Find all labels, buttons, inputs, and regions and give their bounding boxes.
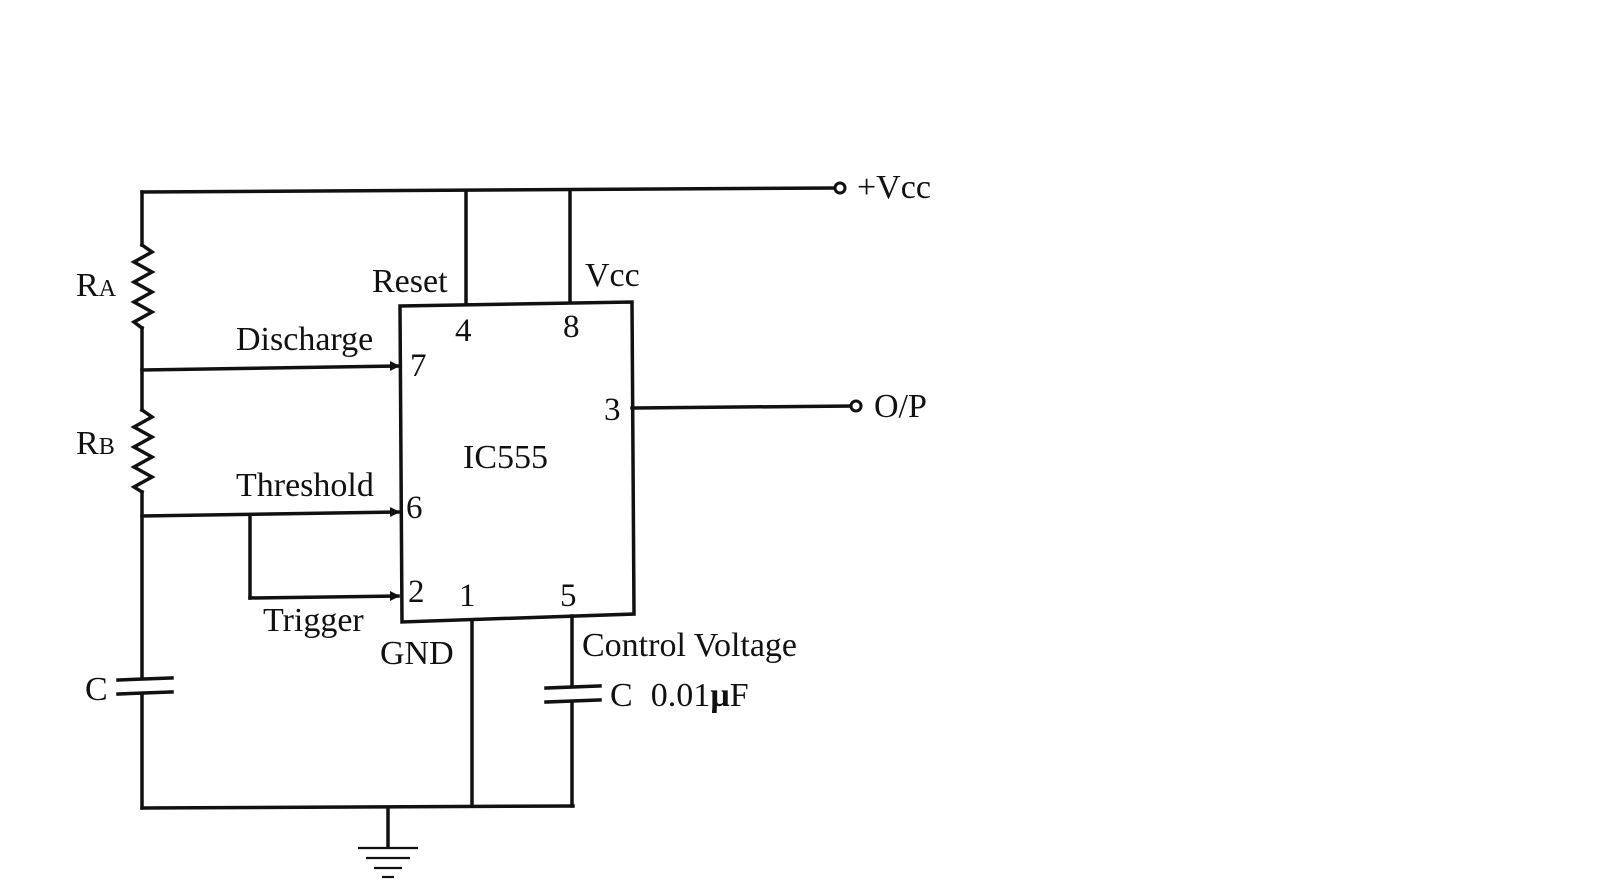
threshold-arrow [390, 507, 400, 517]
resistor-rb [130, 407, 156, 495]
trigger-label: Trigger [263, 602, 364, 639]
threshold-label: Threshold [236, 467, 374, 504]
vcc-pin-label: Vcc [585, 257, 640, 294]
timing-cap-label: C [85, 671, 108, 708]
reset-label: Reset [372, 263, 448, 300]
discharge-label: Discharge [236, 321, 373, 358]
pin-4-number: 4 [455, 313, 472, 349]
ic555-body [398, 300, 636, 624]
wire-trigger [248, 594, 400, 600]
cap-control-plate-top [544, 684, 602, 690]
pin-1-number: 1 [459, 578, 476, 614]
cap-c-plate-bottom [116, 690, 174, 696]
pin-7-number: 7 [410, 348, 427, 384]
wire-discharge [140, 364, 400, 372]
discharge-arrow [390, 361, 400, 371]
resistor-ra [130, 242, 156, 331]
vcc-rail [140, 186, 838, 194]
control-voltage-label: Control Voltage [582, 627, 797, 664]
pin-5-number: 5 [560, 578, 577, 614]
pin-2-number: 2 [408, 574, 425, 610]
output-terminal [849, 399, 863, 413]
output-label: O/P [874, 388, 927, 425]
cap-c-plate-top [116, 676, 174, 682]
ra-label: RA [76, 267, 117, 304]
wire-threshold [140, 510, 400, 518]
rb-label: RB [76, 425, 115, 462]
pin-3-number: 3 [604, 392, 621, 428]
wire-output [630, 404, 854, 410]
ground-bus [140, 804, 575, 810]
vcc-terminal [833, 181, 847, 195]
vcc-supply-label: +Vcc [857, 169, 931, 206]
pin-8-number: 8 [563, 309, 580, 345]
pin-6-number: 6 [406, 490, 423, 526]
trigger-arrow [390, 591, 400, 601]
gnd-label: GND [380, 635, 454, 672]
ic-name: IC555 [463, 439, 548, 476]
